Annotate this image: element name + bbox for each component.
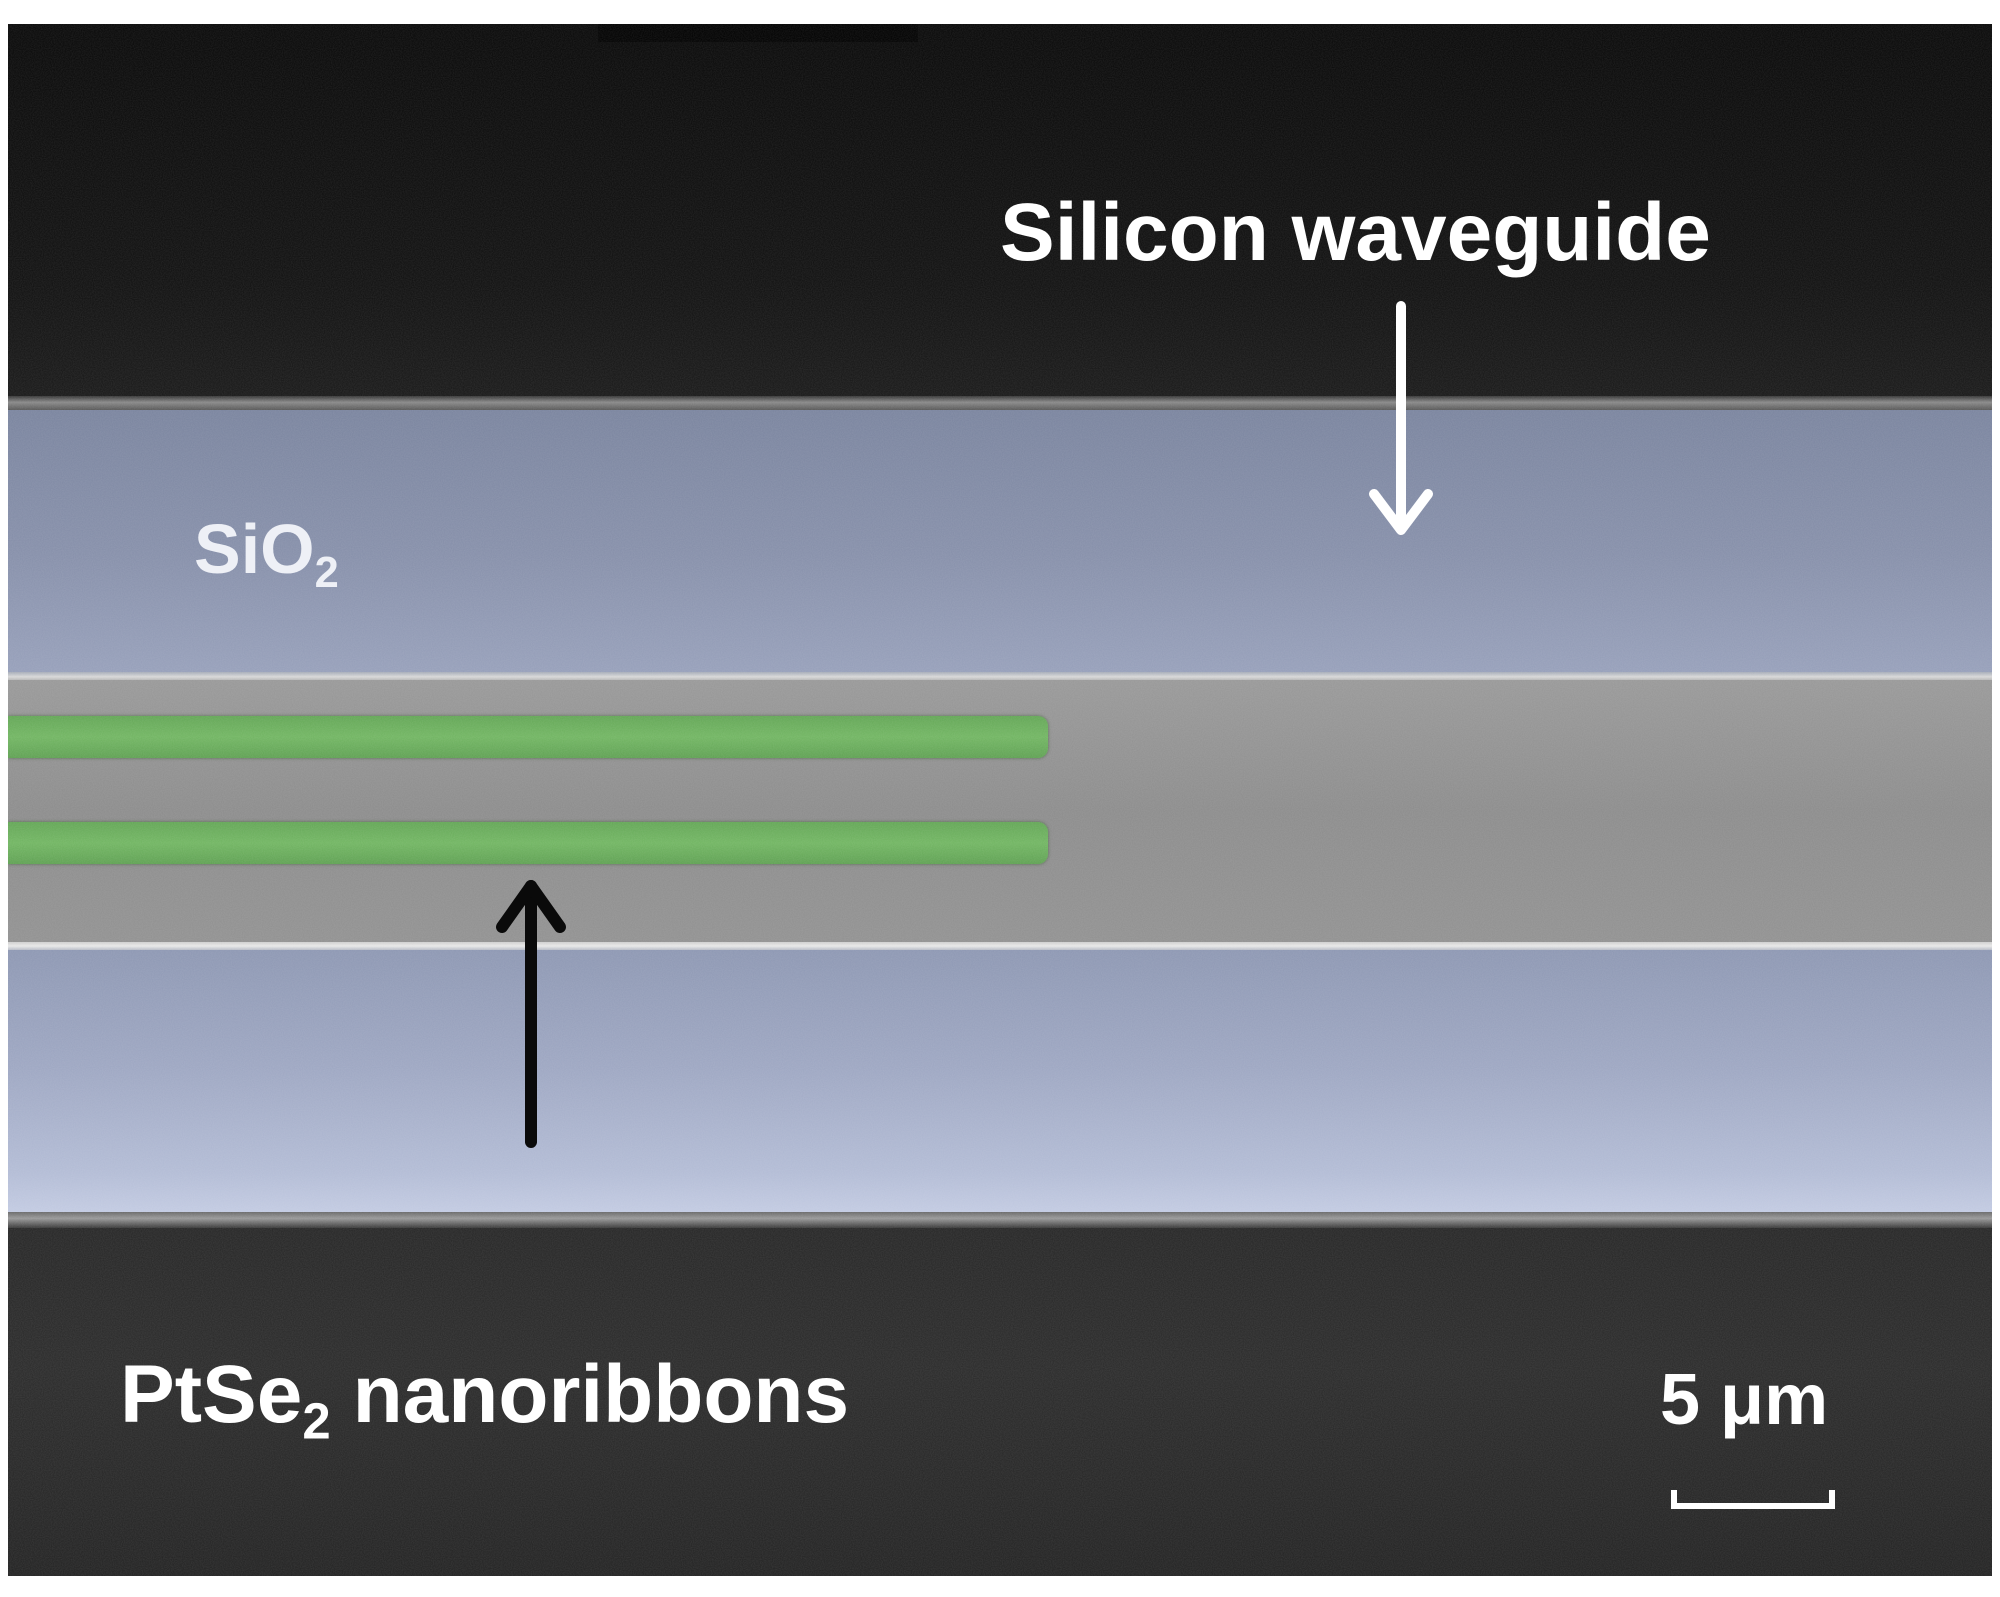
ptse2-label-subscript: 2 xyxy=(302,1392,331,1450)
white-arrow-icon xyxy=(1369,301,1433,535)
sem-grain-texture xyxy=(8,24,1992,1576)
scale-bar xyxy=(1671,1490,1835,1509)
silicon-waveguide-label: Silicon waveguide xyxy=(1000,187,1711,278)
ptse2-label-rest: nanoribbons xyxy=(352,1349,850,1440)
sio2-label-main: SiO xyxy=(194,510,315,588)
sio2-label-subscript: 2 xyxy=(314,548,339,597)
scale-bar-label: 5 μm xyxy=(1660,1360,1829,1440)
black-arrow-icon xyxy=(496,880,566,1148)
annotation-layer xyxy=(496,301,1433,1148)
ptse2-label-main: PtSe xyxy=(120,1349,303,1440)
sio2-label: SiO2 xyxy=(194,514,339,595)
